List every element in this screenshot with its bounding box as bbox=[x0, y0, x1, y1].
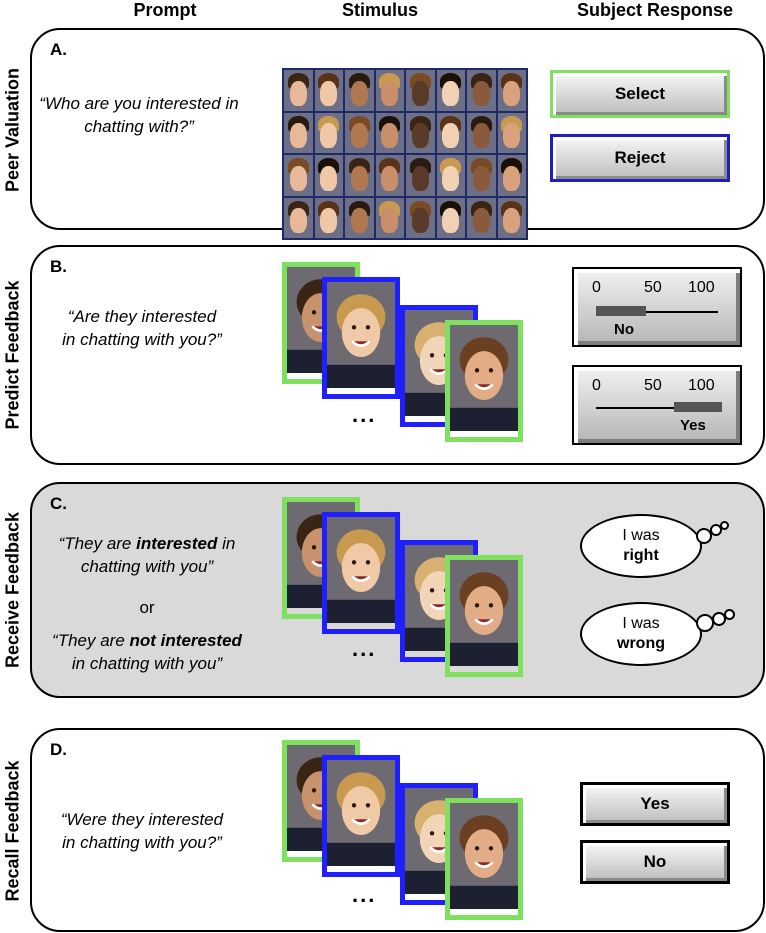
face-thumbnail bbox=[436, 155, 465, 196]
face-thumbnail bbox=[284, 197, 313, 238]
slider-tick: 100 bbox=[688, 377, 715, 394]
face-thumbnail bbox=[284, 70, 313, 111]
slider-answer: No bbox=[614, 321, 634, 338]
select-button[interactable]: Select bbox=[550, 70, 730, 118]
prompt-interested: “They are interested in chatting with yo… bbox=[58, 534, 236, 576]
face-card-accepted bbox=[445, 320, 523, 442]
column-header-prompt: Prompt bbox=[133, 0, 197, 20]
face-stack bbox=[282, 262, 532, 452]
prompt-not-interested: “They are not interested in chatting wit… bbox=[52, 631, 242, 673]
face-thumbnail bbox=[284, 155, 313, 196]
panel-recall-feedback: D. “Were they interested in chatting wit… bbox=[30, 728, 765, 932]
thought-dot bbox=[712, 612, 726, 626]
face-thumbnail bbox=[375, 197, 404, 238]
slider-track bbox=[596, 311, 718, 313]
slider-answer: Yes bbox=[680, 417, 706, 434]
face-thumbnail bbox=[375, 155, 404, 196]
face-thumbnail bbox=[406, 112, 435, 153]
thought-dot bbox=[724, 609, 735, 620]
yes-button[interactable]: Yes bbox=[580, 782, 730, 826]
face-thumbnail bbox=[406, 155, 435, 196]
or-text: or bbox=[139, 598, 155, 617]
face-grid bbox=[282, 68, 528, 240]
thought-dot bbox=[710, 524, 722, 536]
face-thumbnail bbox=[375, 70, 404, 111]
panel-letter: D. bbox=[50, 740, 67, 759]
face-thumbnail bbox=[284, 112, 313, 153]
face-thumbnail bbox=[497, 112, 526, 153]
panel-letter: B. bbox=[50, 257, 67, 276]
panel-letter: C. bbox=[50, 494, 67, 513]
panel-peer-valuation: A. “Who are you interested in chatting w… bbox=[30, 28, 765, 240]
face-thumbnail bbox=[314, 197, 343, 238]
slider-tick: 100 bbox=[688, 279, 715, 296]
side-label-peer-valuation: Peer Valuation bbox=[2, 67, 23, 193]
face-card-rejected bbox=[322, 277, 400, 399]
slider-tick: 0 bbox=[592, 279, 601, 296]
face-thumbnail bbox=[467, 155, 496, 196]
face-card-rejected bbox=[322, 512, 400, 634]
slider-tick: 0 bbox=[592, 377, 601, 394]
thought-dot bbox=[720, 521, 729, 530]
face-thumbnail bbox=[345, 70, 374, 111]
side-label-recall-feedback: Recall Feedback bbox=[2, 759, 23, 902]
side-label-predict-feedback: Predict Feedback bbox=[2, 280, 23, 430]
face-thumbnail bbox=[406, 70, 435, 111]
ellipsis: ... bbox=[352, 882, 377, 907]
face-thumbnail bbox=[375, 112, 404, 153]
face-thumbnail bbox=[497, 197, 526, 238]
slider-tick: 50 bbox=[644, 279, 662, 296]
face-thumbnail bbox=[436, 70, 465, 111]
face-thumbnail bbox=[314, 112, 343, 153]
confidence-slider-yes[interactable]: 0 50 100 Yes bbox=[572, 365, 742, 445]
face-thumbnail bbox=[314, 70, 343, 111]
face-thumbnail bbox=[345, 155, 374, 196]
confidence-slider-no[interactable]: 0 50 100 No bbox=[572, 267, 742, 347]
face-thumbnail bbox=[436, 197, 465, 238]
face-thumbnail bbox=[467, 112, 496, 153]
prompt-text: “Were they interested in chatting with y… bbox=[60, 810, 224, 852]
prompt-text: “Who are you interested in chatting with… bbox=[39, 94, 239, 136]
reject-button[interactable]: Reject bbox=[550, 134, 730, 182]
face-stack bbox=[282, 740, 532, 930]
ellipsis: ... bbox=[352, 402, 377, 427]
column-header-stimulus: Stimulus bbox=[341, 0, 418, 20]
face-thumbnail bbox=[497, 70, 526, 111]
side-label-receive-feedback: Receive Feedback bbox=[2, 511, 23, 669]
face-card-accepted bbox=[445, 798, 523, 920]
panel-receive-feedback: C. “They are interested in chatting with… bbox=[30, 482, 765, 698]
face-thumbnail bbox=[314, 155, 343, 196]
face-thumbnail bbox=[467, 197, 496, 238]
prompt-text: “Are they interested in chatting with yo… bbox=[62, 307, 222, 349]
thought-dot bbox=[696, 528, 712, 544]
face-thumbnail bbox=[406, 197, 435, 238]
slider-track bbox=[596, 407, 718, 409]
face-stack bbox=[282, 497, 532, 687]
face-thumbnail bbox=[345, 112, 374, 153]
face-thumbnail bbox=[436, 112, 465, 153]
column-header-response: Subject Response bbox=[576, 0, 734, 20]
ellipsis: ... bbox=[352, 636, 377, 661]
panel-letter: A. bbox=[50, 40, 67, 59]
face-thumbnail bbox=[345, 197, 374, 238]
slider-tick: 50 bbox=[644, 377, 662, 394]
no-button[interactable]: No bbox=[580, 840, 730, 884]
slider-fill bbox=[596, 306, 647, 316]
face-card-rejected bbox=[322, 755, 400, 877]
slider-fill bbox=[674, 402, 722, 412]
panel-predict-feedback: B. “Are they interested in chatting with… bbox=[30, 245, 765, 465]
face-thumbnail bbox=[497, 155, 526, 196]
face-card-accepted bbox=[445, 555, 523, 677]
face-thumbnail bbox=[467, 70, 496, 111]
